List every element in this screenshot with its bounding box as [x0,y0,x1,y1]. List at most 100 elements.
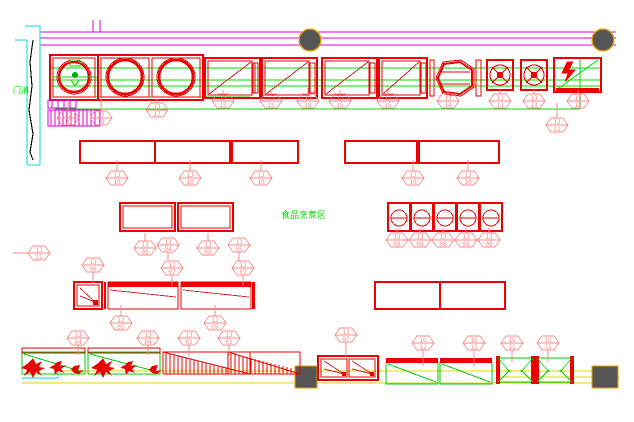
tag-bottom-text: 14 [444,102,452,109]
bottom-center-equipment[interactable] [317,355,379,381]
hatched-ramp-a [162,351,301,375]
tag-top-text: 1J [35,247,42,254]
zone-label-main: 食品烹煮区 [281,211,327,221]
tag-top-text: 1J [64,112,71,119]
tag-top-text: 1J [553,119,560,126]
tag-bottom-text: 10 [257,179,265,186]
tag-bottom-text: 08 [393,241,401,248]
tag-bottom-text: 10 [409,179,417,186]
lower-right-counter[interactable] [374,281,506,310]
tag-top-text: 1J [416,234,423,241]
tag-top-text: 1J [530,95,537,102]
tag-top-text: 1J [219,95,226,102]
tag-top-text: 1J [393,234,400,241]
tag-top-text: 1J [89,259,96,266]
tag-bottom-text: 18 [304,102,312,109]
wall-lines-cyan [15,25,59,379]
tag-top-text: 1J [153,104,160,111]
grille-unit-a [496,356,535,384]
lower-left-desk-row[interactable] [73,281,255,310]
tag-top-text: 1J [409,172,416,179]
burner-bank-row[interactable] [386,201,504,233]
tag-bottom-text: 04 [164,246,172,253]
tag-bottom-text: 12 [470,344,478,351]
tag-top-text: 1J [462,234,469,241]
wall-lines-magenta [40,20,616,46]
tag-bottom-text: 07 [239,269,247,276]
tag-top-text: 1J [464,172,471,179]
prep-counter-row[interactable] [79,140,500,164]
tag-bottom-text: 11 [553,126,561,133]
balloon-tag-layer[interactable]: 1J191J181J171J151J151J181J151J151J141J13… [13,88,590,366]
tag-top-text: 1G [470,337,478,344]
tag-top-text: 1J [235,239,242,246]
tag-bottom-text: 08 [141,249,149,256]
bottom-right-equipment[interactable] [385,356,574,385]
tag-bottom-text: 12 [419,344,427,351]
mid-left-counter[interactable] [119,202,234,232]
tag-bottom-text: 11 [544,344,552,351]
hatched-equipment-block[interactable] [47,99,101,127]
tag-bottom-text: 13 [530,102,538,109]
top-equipment-row[interactable] [49,54,603,101]
tag-top-text: 1J [239,262,246,269]
tag-bottom-text: 05 [211,324,219,331]
tag-top-text: 1J [117,317,124,324]
tag-top-text: 1J [444,95,451,102]
tag-top-text: 1J [97,112,104,119]
tag-top-text: 1J [185,332,192,339]
bottom-left-equipment[interactable] [21,347,301,378]
tag-top-text: 1J [113,172,120,179]
tag-top-text: 1J [168,262,175,269]
tag-top-text: 1J [336,95,343,102]
tag-bottom-text: 05 [117,324,125,331]
tag-bottom-text: 08 [485,241,493,248]
tag-bottom-text: 04 [74,339,82,346]
tag-bottom-text: 04 [144,339,152,346]
tag-top-text: 1J [144,332,151,339]
